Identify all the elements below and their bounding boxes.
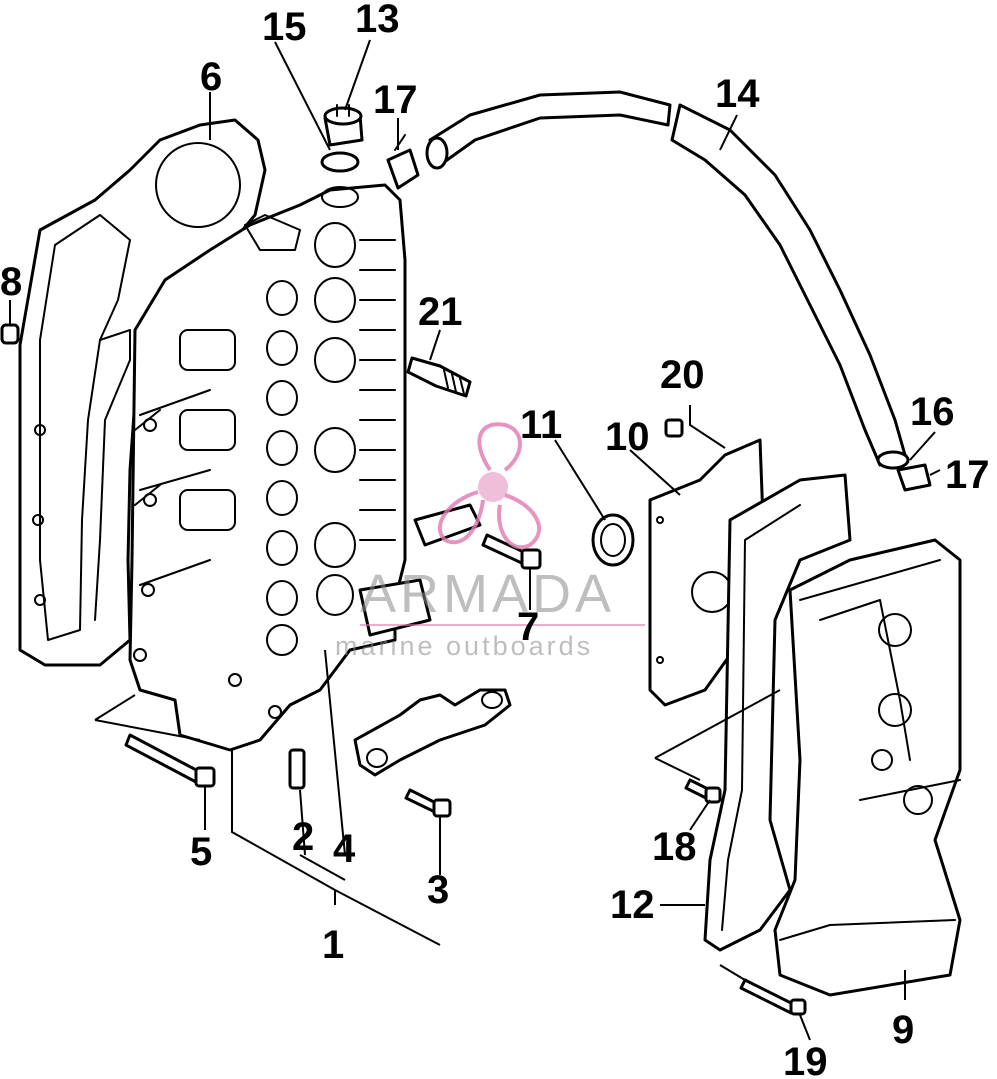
bolt-20 xyxy=(664,418,684,438)
callout-2: 2 xyxy=(292,815,314,859)
bolt-18 xyxy=(684,778,722,804)
exhaust-cover-gasket xyxy=(703,473,852,952)
anode-bolt xyxy=(481,533,542,570)
callout-17-upper: 17 xyxy=(373,78,418,122)
cover-gasket-ring xyxy=(591,513,635,567)
propeller-blade xyxy=(477,422,522,472)
stud-2 xyxy=(288,748,306,790)
callout-17-lower: 17 xyxy=(945,453,990,497)
holder-bracket xyxy=(353,688,512,777)
callout-1: 1 xyxy=(322,923,344,967)
anode-bracket xyxy=(358,503,482,637)
callout-21: 21 xyxy=(418,290,463,334)
callout-8: 8 xyxy=(0,260,22,304)
callout-3: 3 xyxy=(427,868,449,912)
armada-watermark: ARMADA marine outboards xyxy=(335,422,645,661)
callout-16: 16 xyxy=(910,390,955,434)
callout-4: 4 xyxy=(333,827,356,871)
callout-12: 12 xyxy=(610,883,655,927)
hose-clamp-lower xyxy=(896,463,932,492)
drain-plug xyxy=(323,104,364,147)
callout-20: 20 xyxy=(660,353,705,397)
dowel-pin xyxy=(0,323,20,345)
callout-13: 13 xyxy=(355,0,400,41)
callout-15: 15 xyxy=(262,5,307,49)
callout-10: 10 xyxy=(605,415,650,459)
bolt-3 xyxy=(404,788,452,818)
watermark-brand: ARMADA xyxy=(360,564,615,624)
exhaust-cover xyxy=(773,538,962,997)
bolt-19 xyxy=(739,978,807,1016)
propeller-blade xyxy=(497,493,542,550)
callout-9: 9 xyxy=(892,1008,914,1052)
propeller-hub xyxy=(478,472,508,502)
water-hose xyxy=(425,90,910,470)
callout-14: 14 xyxy=(715,72,760,116)
spark-plug xyxy=(406,356,472,398)
leader-lines xyxy=(9,39,941,1041)
callout-11: 11 xyxy=(520,403,562,447)
cylinder-head xyxy=(128,183,407,752)
callout-7: 7 xyxy=(517,605,539,649)
callout-5: 5 xyxy=(190,830,212,874)
hose-clamp-upper xyxy=(386,134,420,190)
callout-6: 6 xyxy=(200,55,222,99)
o-ring xyxy=(320,151,360,173)
propeller-blade xyxy=(437,490,485,545)
callout-18: 18 xyxy=(652,825,697,869)
propeller-logo-icon xyxy=(437,422,542,550)
watermark-tagline: marine outboards xyxy=(335,631,593,661)
callout-19: 19 xyxy=(783,1040,828,1079)
